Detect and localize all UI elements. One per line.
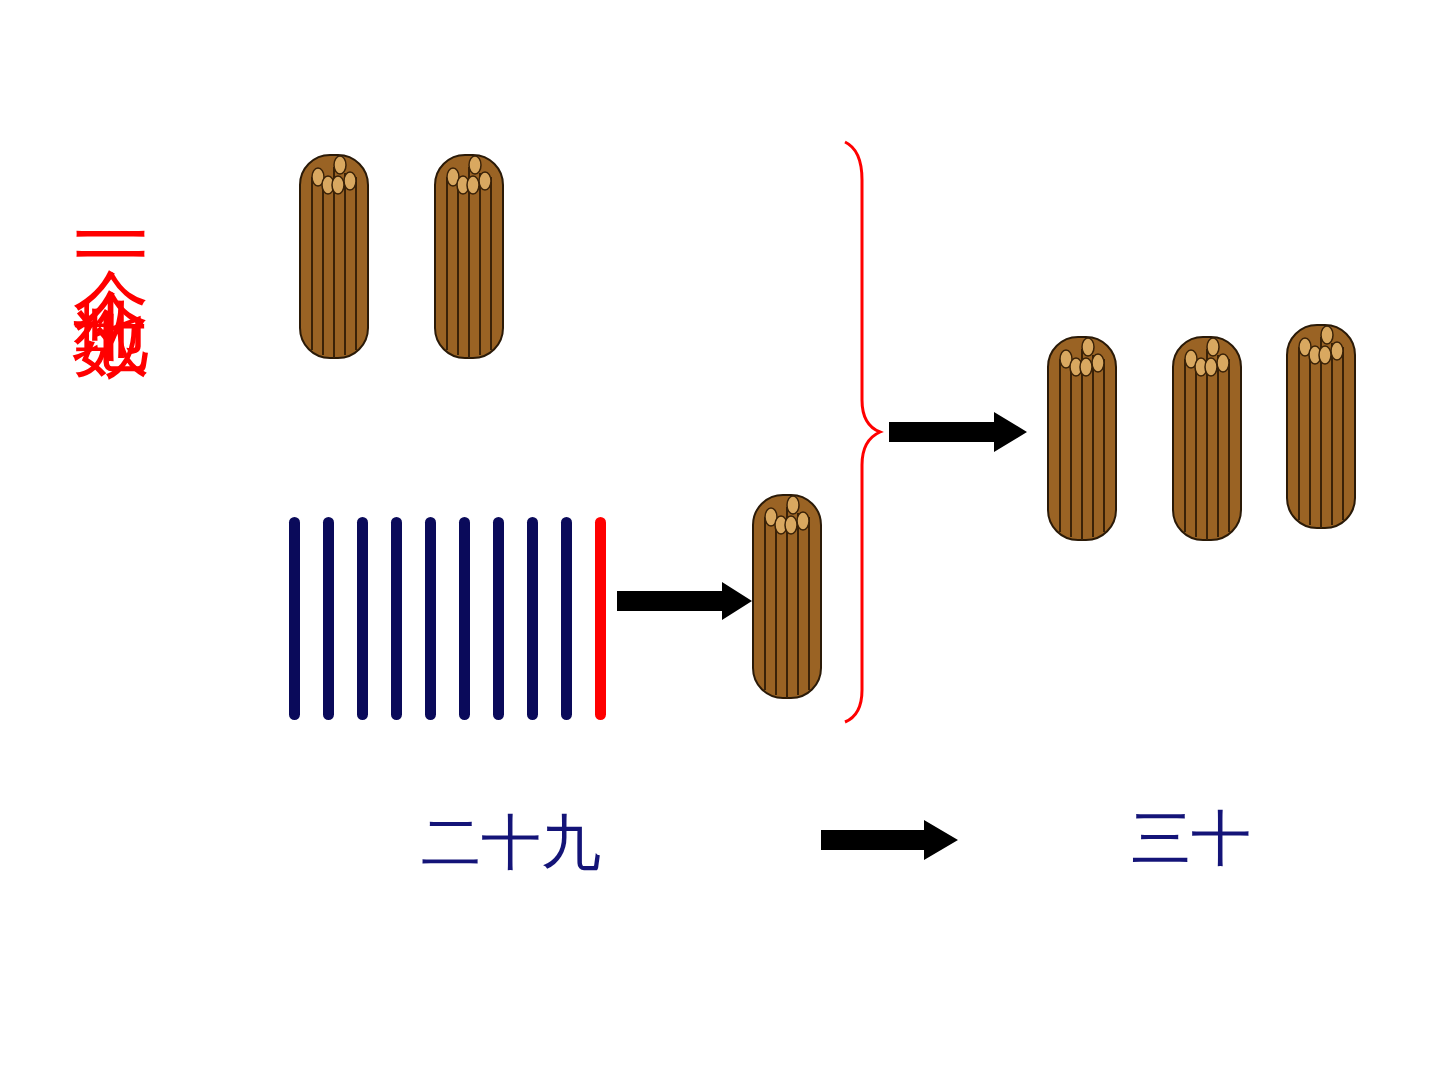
stick-bundle <box>435 155 503 358</box>
stick-bundle <box>1048 337 1116 540</box>
stick <box>527 517 538 720</box>
stick-bundle <box>1287 325 1355 528</box>
arrow <box>617 582 752 620</box>
stick-bundle <box>753 495 821 698</box>
stick <box>289 517 300 720</box>
stick <box>357 517 368 720</box>
number-word: 二十九 <box>421 812 601 872</box>
single-sticks <box>289 517 606 720</box>
number-word: 三十 <box>1131 808 1251 868</box>
stick <box>391 517 402 720</box>
stick-bundle <box>1173 337 1241 540</box>
stick <box>459 517 470 720</box>
stick <box>323 517 334 720</box>
red-stick <box>595 517 606 720</box>
stick <box>561 517 572 720</box>
vertical-heading: 一个一个地数 <box>74 198 150 258</box>
curly-brace <box>845 142 880 722</box>
arrow <box>889 412 1027 452</box>
arrow <box>821 820 958 860</box>
stick <box>493 517 504 720</box>
stick-bundle <box>300 155 368 358</box>
stick <box>425 517 436 720</box>
